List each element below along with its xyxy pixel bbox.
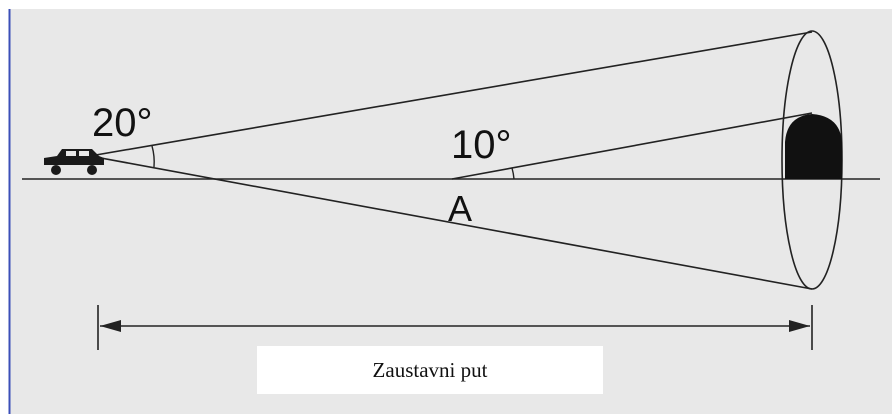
outer-angle-arc	[151, 145, 155, 168]
outer-beam-lower-line	[89, 155, 813, 290]
outer-angle-label: 20°	[92, 101, 153, 145]
illuminated-spot	[785, 114, 842, 179]
dimension-left-arrow	[100, 320, 121, 332]
stopping-distance-caption: Zaustavni put	[257, 346, 603, 394]
inner-angle-label: 10°	[451, 123, 512, 167]
point-a-label: A	[448, 188, 472, 229]
dimension-right-arrow	[789, 320, 810, 332]
car-icon	[44, 149, 104, 175]
outer-beam-upper-line	[89, 31, 813, 157]
inner-angle-arc	[511, 167, 515, 180]
